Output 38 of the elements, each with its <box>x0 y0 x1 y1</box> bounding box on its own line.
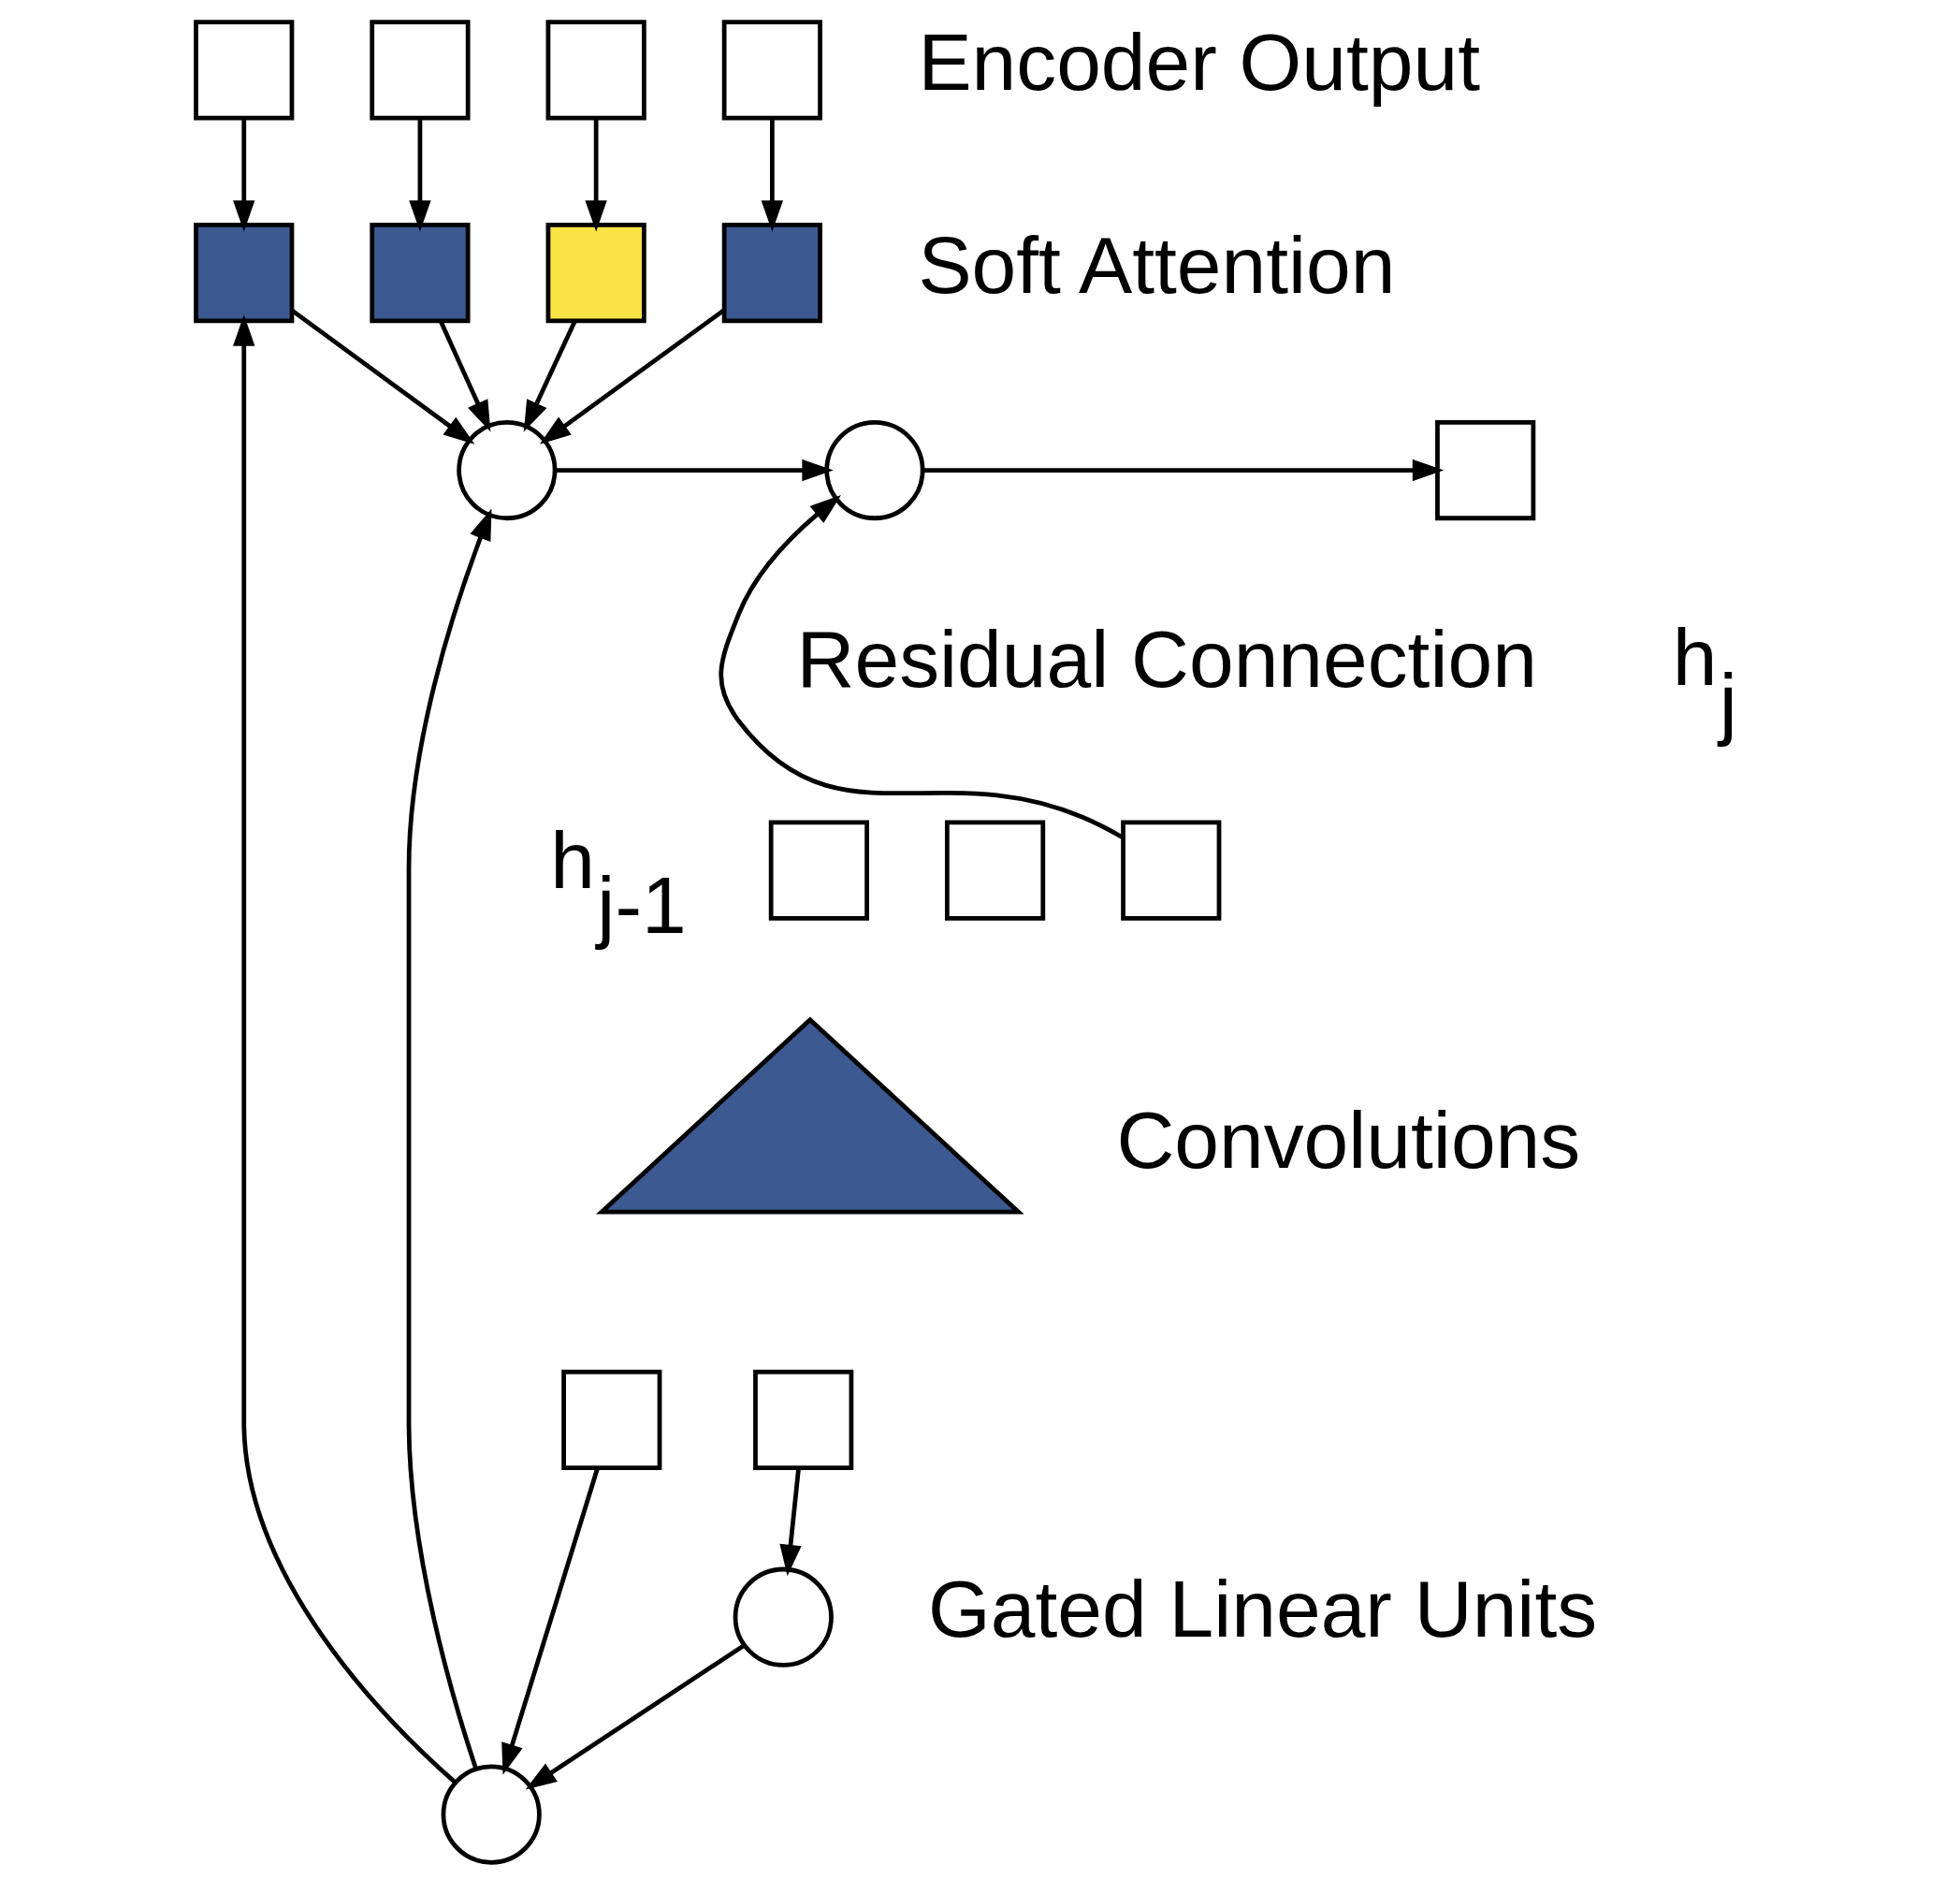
label: Soft Attention <box>918 219 1396 310</box>
node-box <box>768 820 869 921</box>
node-box <box>1121 820 1222 921</box>
node-box <box>545 20 646 121</box>
arrow <box>719 495 1125 840</box>
arrow <box>761 118 784 232</box>
node-box <box>370 20 471 121</box>
node-box <box>721 20 822 121</box>
arrow <box>233 314 457 1784</box>
label: Gated Linear Units <box>928 1564 1598 1654</box>
arrow <box>779 1468 802 1577</box>
node-box <box>370 223 471 324</box>
arrow <box>525 1643 746 1790</box>
arrow <box>555 459 834 482</box>
node-circle <box>824 419 925 521</box>
label: Convolutions <box>1116 1094 1581 1185</box>
arrow <box>501 1467 600 1775</box>
node-box <box>545 223 646 324</box>
label: Residual Connection <box>796 614 1537 705</box>
node-triangle <box>596 1016 1024 1215</box>
node-box <box>721 223 822 324</box>
arrow <box>409 118 431 232</box>
arrow <box>233 118 255 232</box>
arrow <box>523 320 577 432</box>
node-box <box>561 1369 662 1470</box>
node-box <box>1435 419 1536 521</box>
node-circle <box>457 419 558 521</box>
node-box <box>753 1369 854 1470</box>
node-box <box>194 20 295 121</box>
arrow <box>439 321 491 432</box>
node-box <box>194 223 295 324</box>
arrow <box>922 459 1445 482</box>
arrow <box>585 118 607 232</box>
node-circle <box>733 1566 834 1668</box>
label: Encoder Output <box>918 16 1481 107</box>
node-circle <box>441 1764 542 1865</box>
arrow <box>406 508 492 1770</box>
node-box <box>945 820 1046 921</box>
